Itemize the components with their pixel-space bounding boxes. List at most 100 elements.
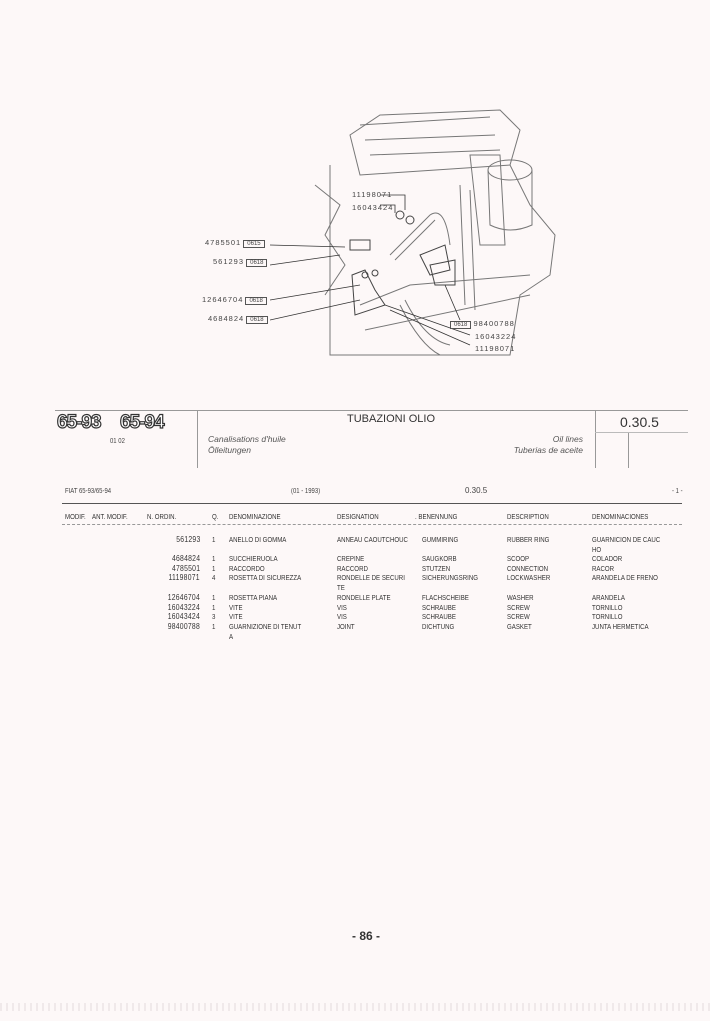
part-number: 4684824 <box>171 554 200 563</box>
description: GASKET <box>507 622 532 631</box>
denominazione: ROSETTA PIANA <box>229 593 278 602</box>
info-model: FIAT 65-93/65-94 <box>65 488 112 495</box>
quantity: 1 <box>212 535 216 544</box>
title-fr: Canalisations d'huile <box>208 434 286 444</box>
description: SCREW <box>507 612 530 621</box>
quantity: 1 <box>212 564 216 573</box>
callout-part: 12646704 <box>202 295 244 304</box>
callout-right-part: 11198071 <box>475 344 516 353</box>
denominaciones: RACOR <box>592 564 615 573</box>
part-number: 16043224 <box>167 603 200 612</box>
denominaciones: TORNILLO <box>592 612 623 621</box>
description: SCOOP <box>507 554 530 563</box>
denominazione: ROSETTA DI SICUREZZA <box>229 573 302 582</box>
denominaciones: JUNTA HERMETICA <box>592 622 649 631</box>
designation: CREPINE <box>337 554 365 563</box>
title-en: Oil lines <box>552 434 583 444</box>
designation: ANNEAU CAOUTCHOUC <box>337 535 408 544</box>
models-code: 01 02 <box>110 438 125 445</box>
benennung: FLACHSCHEIBE <box>422 593 469 602</box>
designation: VIS <box>337 603 347 612</box>
quantity: 4 <box>212 573 216 582</box>
section-title: TUBAZIONI OLIO <box>347 413 436 425</box>
callout-top-part: 16043424 <box>352 203 394 212</box>
description: SCREW <box>507 603 530 612</box>
callout-part: 4785501 <box>205 238 242 247</box>
col-designation: DESIGNATION <box>337 512 379 521</box>
designation: RACCORD <box>337 564 368 573</box>
callout-left: 4785501 0615 <box>205 237 265 248</box>
benennung: SCHRAUBE <box>422 603 456 612</box>
benennung: SCHRAUBE <box>422 612 456 621</box>
denominazione: VITE <box>229 603 243 612</box>
denominazione: GUARNIZIONE DI TENUT A <box>229 622 302 641</box>
group-code: 0.30.5 <box>620 414 659 430</box>
description: CONNECTION <box>507 564 549 573</box>
designation: VIS <box>337 612 347 621</box>
quantity: 1 <box>212 622 216 631</box>
callout-left: 4684824 0618 <box>208 313 268 324</box>
quantity: 1 <box>212 554 216 563</box>
divider <box>197 410 198 468</box>
part-number: 11198071 <box>168 573 200 582</box>
model-logo: 65-93 <box>56 411 102 433</box>
callout-ref: 0618 <box>245 297 267 305</box>
callout-ref: 0615 <box>243 240 265 248</box>
denominazione: SUCCHIERUOLA <box>229 554 278 563</box>
col-denominaciones: DENOMINACIONES <box>592 512 649 521</box>
divider <box>595 432 688 433</box>
benennung: DICHTUNG <box>422 622 455 631</box>
part-number: 561293 <box>175 535 200 544</box>
col-description: DESCRIPTION <box>507 512 549 521</box>
model-logo: 65-94 <box>119 411 165 433</box>
quantity: 3 <box>212 612 216 621</box>
part-number: 16043424 <box>167 612 200 621</box>
col-denominazione: DENOMINAZIONE <box>229 512 281 521</box>
scan-edge <box>0 1003 710 1011</box>
info-group: 0.30.5 <box>465 486 488 495</box>
designation: RONDELLE PLATE <box>337 593 391 602</box>
page-number: - 86 - <box>352 929 381 943</box>
benennung: STUTZEN <box>422 564 451 573</box>
denominazione: RACCORDO <box>229 564 265 573</box>
callout-right: 0618 98400788 <box>450 318 515 329</box>
callout-left: 561293 0618 <box>213 256 268 267</box>
rule <box>62 503 682 504</box>
callout-ref: 0618 <box>246 259 268 267</box>
info-date: (01 - 1993) <box>291 488 321 495</box>
denominaciones: GUARNICION DE CAUC HO <box>592 535 661 554</box>
rule <box>62 524 682 525</box>
callout-part: 4684824 <box>208 314 245 323</box>
section-header <box>55 410 688 469</box>
part-number: 4785501 <box>171 564 200 573</box>
engine-oil-lines-diagram <box>270 109 556 356</box>
divider <box>595 410 596 468</box>
description: RUBBER RING <box>507 535 550 544</box>
callout-left: 12646704 0618 <box>202 294 267 305</box>
denominaciones: ARANDELA DE FRENO <box>592 573 658 582</box>
callout-ref: 0618 <box>246 316 268 324</box>
quantity: 1 <box>212 593 216 602</box>
denominazione: VITE <box>229 612 243 621</box>
callout-part: 561293 <box>213 257 245 266</box>
designation: JOINT <box>337 622 355 631</box>
callout-part: 98400788 <box>473 319 515 328</box>
benennung: SAUGKORB <box>422 554 457 563</box>
callout-top-part: 11198071 <box>352 190 393 199</box>
denominaciones: COLADOR <box>592 554 623 563</box>
callout-ref: 0618 <box>450 321 472 329</box>
designation: RONDELLE DE SECURI TE <box>337 573 405 592</box>
col-n-ordin: N. ORDIN. <box>147 512 177 521</box>
title-de: Ölleitungen <box>208 445 252 455</box>
denominaciones: ARANDELA <box>592 593 625 602</box>
info-page: - 1 - <box>672 488 683 495</box>
benennung: GUMMIRING <box>422 535 459 544</box>
part-number: 98400788 <box>167 622 200 631</box>
title-es: Tuberias de aceite <box>513 445 583 455</box>
denominazione: ANELLO DI GOMMA <box>229 535 287 544</box>
description: LOCKWASHER <box>507 573 551 582</box>
callout-right-part: 16043224 <box>475 332 517 341</box>
col-ant-modif: ANT. MODIF. <box>92 512 128 521</box>
col-benennung: . BENENNUNG <box>415 512 458 521</box>
divider <box>628 432 629 468</box>
